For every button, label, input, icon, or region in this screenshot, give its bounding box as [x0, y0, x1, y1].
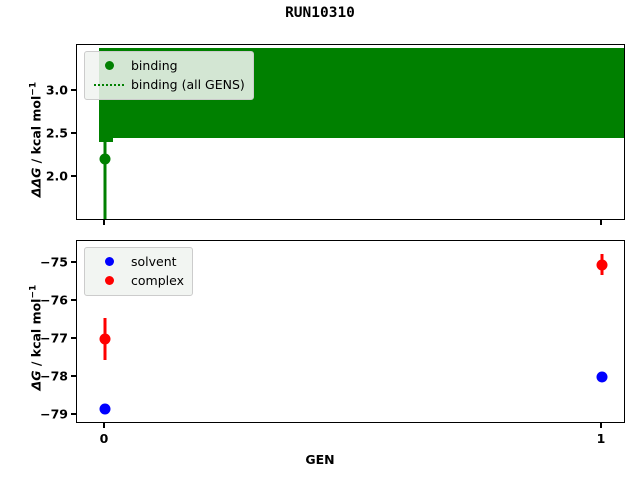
- bottom-panel-legend[interactable]: solvent complex: [84, 247, 193, 296]
- bottom-ytick-mark-75: [71, 261, 76, 263]
- binding-point-gen1: [596, 91, 608, 103]
- xtick-label-0: 0: [99, 431, 109, 446]
- bottom-ytick-mark-79: [71, 413, 76, 415]
- bottom-ytick-label-77: −77: [40, 330, 68, 346]
- solvent-point-gen0: [99, 403, 111, 415]
- legend-item-binding-all-gens[interactable]: binding (all GENS): [92, 75, 245, 94]
- legend-item-complex[interactable]: complex: [92, 271, 184, 290]
- bottom-ytick-mark-77: [71, 337, 76, 339]
- bottom-ytick-label-78: −78: [40, 368, 68, 384]
- legend-item-binding[interactable]: binding: [92, 56, 245, 75]
- top-ytick-mark-3: [71, 89, 76, 91]
- legend-label-binding: binding: [131, 58, 178, 73]
- bottom-ytick-label-76: −76: [40, 292, 68, 308]
- top-ytick-label-3: 3.0: [45, 82, 68, 98]
- binding-errorbar-gen0: [103, 126, 107, 219]
- bottom-ytick-mark-76: [71, 299, 76, 301]
- top-panel-axes: binding binding (all GENS): [76, 44, 625, 220]
- bottom-xtick-mark-0: [103, 423, 105, 428]
- bottom-panel-axes: solvent complex: [76, 240, 625, 423]
- complex-point-gen0: [99, 333, 111, 345]
- binding-point-gen0: [99, 153, 111, 165]
- top-ytick-mark-2: [71, 175, 76, 177]
- legend-label-solvent: solvent: [131, 254, 177, 269]
- solvent-point-gen1: [596, 371, 608, 383]
- top-xtick-mark-0: [103, 220, 105, 225]
- legend-item-solvent[interactable]: solvent: [92, 252, 184, 271]
- xtick-label-1: 1: [596, 431, 606, 446]
- top-ytick-label-2: 2.0: [45, 168, 68, 184]
- legend-label-complex: complex: [131, 273, 184, 288]
- top-panel-legend[interactable]: binding binding (all GENS): [84, 51, 254, 100]
- bottom-ytick-mark-78: [71, 375, 76, 377]
- solvent-marker-icon: [92, 257, 126, 266]
- figure-title: RUN10310: [285, 5, 355, 21]
- bottom-xtick-mark-1: [600, 423, 602, 428]
- complex-point-gen1: [596, 259, 608, 271]
- top-ytick-label-2_5: 2.5: [45, 125, 68, 141]
- complex-marker-icon: [92, 276, 126, 285]
- figure-xlabel: GEN: [305, 452, 335, 467]
- bottom-ytick-label-75: −75: [40, 254, 68, 270]
- binding-marker-icon: [92, 61, 126, 70]
- top-ytick-mark-2_5: [71, 132, 76, 134]
- legend-label-binding-all-gens: binding (all GENS): [131, 77, 245, 92]
- bottom-ytick-label-79: −79: [40, 406, 68, 422]
- dotted-line-icon: [92, 83, 126, 86]
- top-xtick-mark-1: [600, 220, 602, 225]
